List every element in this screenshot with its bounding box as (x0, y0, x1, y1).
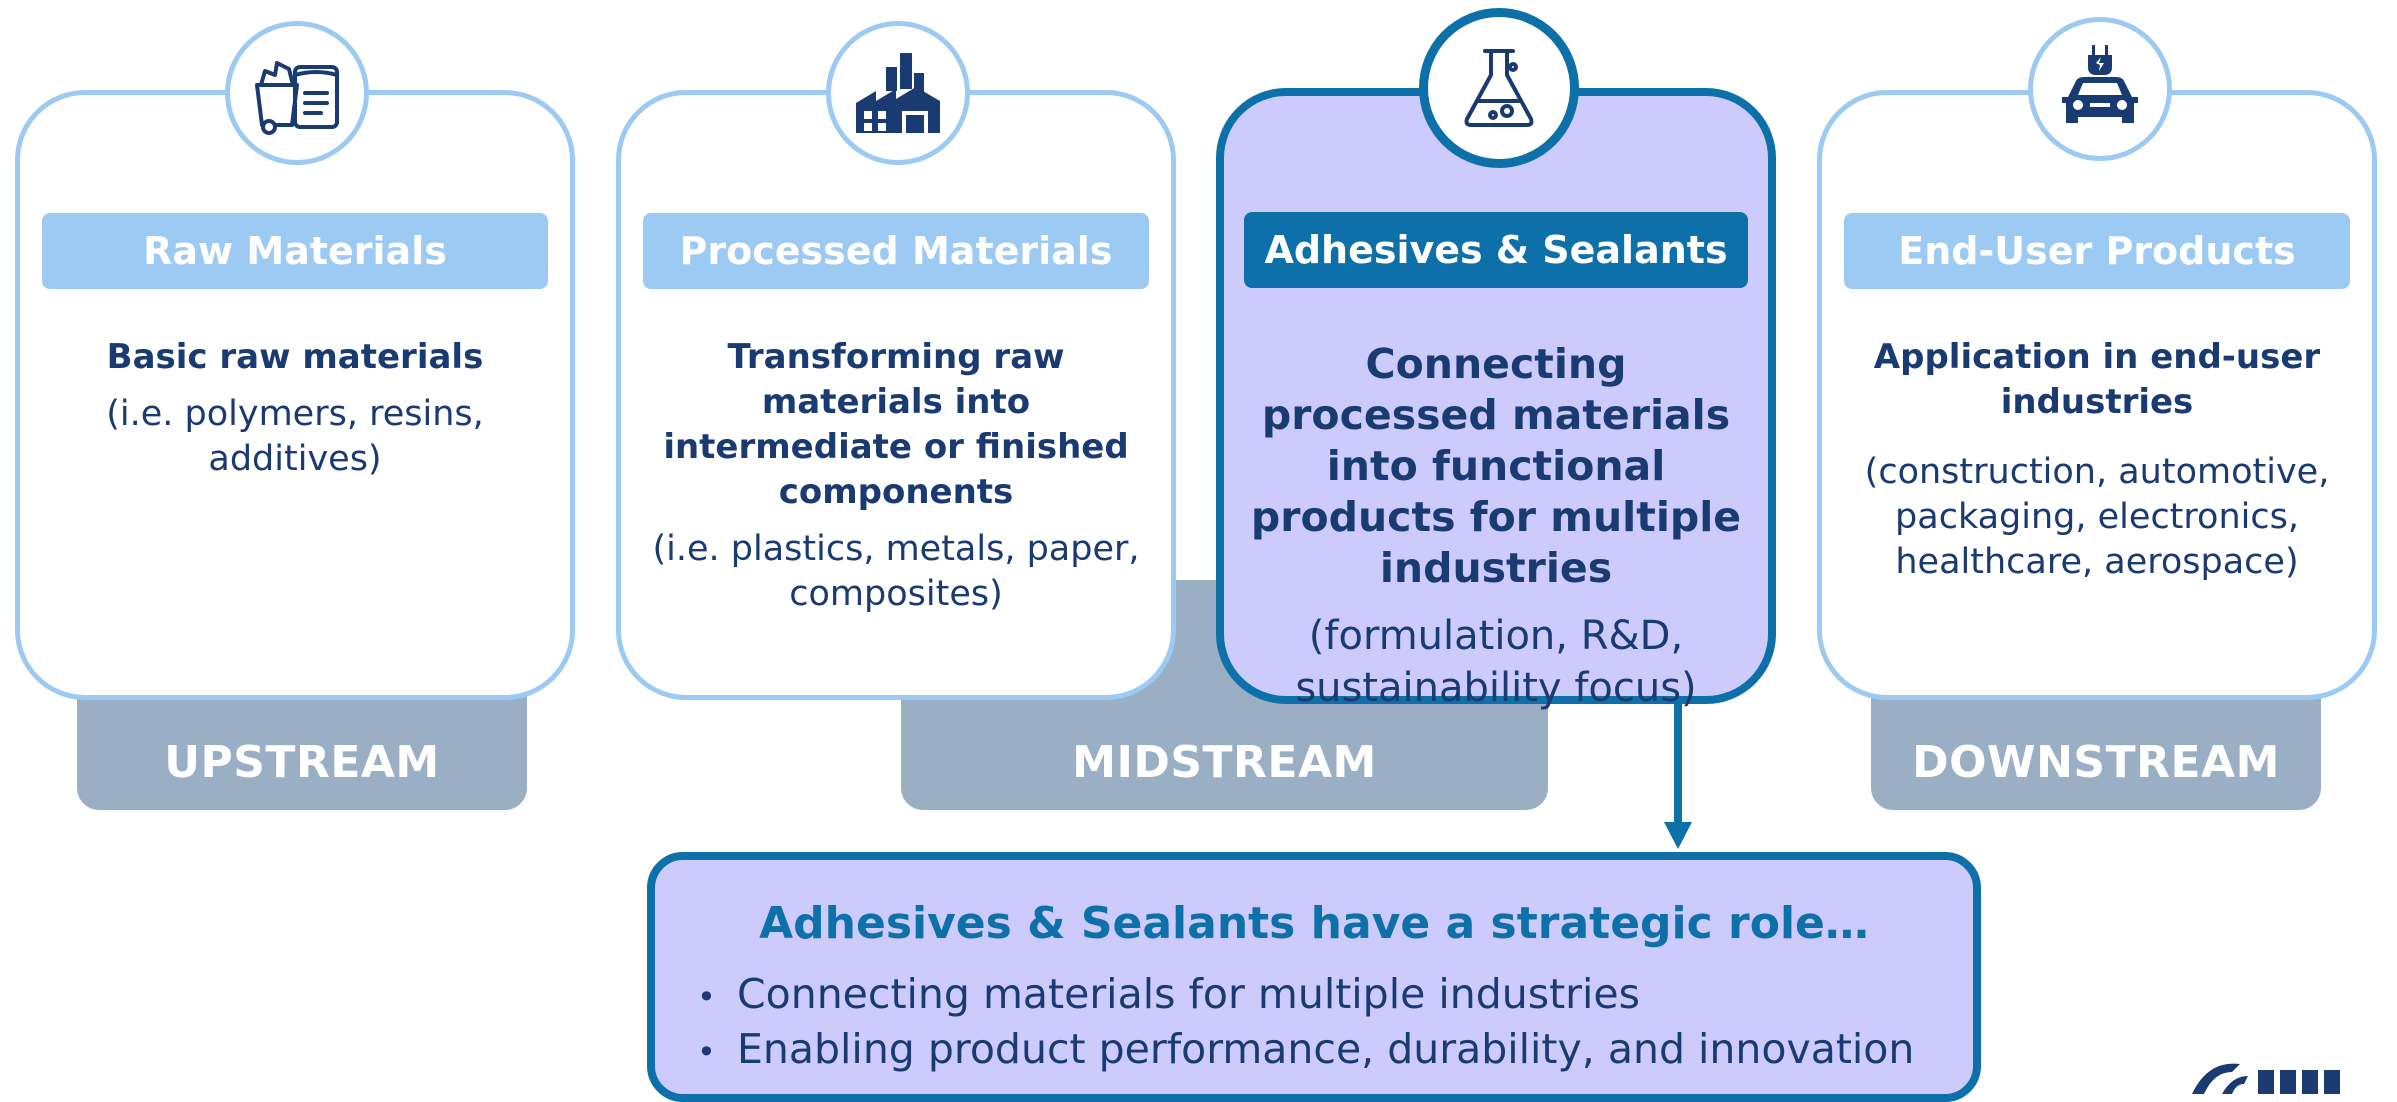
card-title: Transforming raw materials into intermed… (663, 337, 1129, 512)
downstream-label: DOWNSTREAM (1912, 737, 2280, 788)
card-description: (formulation, R&D, sustainability focus) (1295, 613, 1697, 711)
factory-icon (856, 53, 940, 133)
bullet-icon: • (697, 978, 716, 1016)
bullet-text: Enabling product performance, durability… (737, 1025, 1915, 1073)
strategic-role-title: Adhesives & Sealants have a strategic ro… (759, 898, 1869, 949)
card-title: Application in end-user industries (1873, 337, 2321, 422)
raw-materials-icon-circle (225, 21, 369, 165)
card-body: Transforming raw materials into intermed… (651, 335, 1141, 617)
card-description: (construction, automotive, packaging, el… (1864, 452, 2330, 582)
flask-icon (1464, 49, 1534, 127)
processed-materials-card: Processed Materials Transforming raw mat… (616, 90, 1176, 700)
car-plug-icon (2062, 45, 2138, 123)
card-body: Basic raw materials (i.e. polymers, resi… (50, 335, 540, 482)
card-description: (i.e. polymers, resins, additives) (106, 394, 484, 479)
strategic-role-list: • Connecting materials for multiple indus… (697, 968, 1914, 1078)
adhesives-icon-circle (1419, 8, 1579, 168)
card-description: (i.e. plastics, metals, paper, composite… (652, 529, 1140, 614)
card-header: Processed Materials (643, 213, 1149, 289)
raw-materials-icon (255, 61, 339, 135)
strategic-role-box: Adhesives & Sealants have a strategic ro… (647, 852, 1981, 1102)
company-logo-icon (2192, 1063, 2340, 1094)
midstream-label: MIDSTREAM (1072, 737, 1377, 788)
card-body: Connecting processed materials into func… (1248, 339, 1744, 714)
card-header: Raw Materials (42, 213, 548, 289)
list-item: • Enabling product performance, durabilit… (697, 1023, 1914, 1078)
card-body: Application in end-user industries (cons… (1852, 335, 2342, 585)
end-user-products-card: End-User Products Application in end-use… (1817, 90, 2377, 700)
adhesives-sealants-card: Adhesives & Sealants Connecting processe… (1216, 88, 1776, 711)
processed-materials-icon-circle (826, 21, 970, 165)
card-header: End-User Products (1844, 213, 2350, 289)
connector-arrow-head (1664, 822, 1692, 849)
list-item: • Connecting materials for multiple indus… (697, 968, 1914, 1023)
raw-materials-card: Raw Materials Basic raw materials (i.e. … (15, 90, 575, 700)
connector-arrow-line (1674, 703, 1682, 825)
card-title: Basic raw materials (106, 337, 484, 377)
card-header: Adhesives & Sealants (1244, 212, 1748, 288)
end-user-products-icon-circle (2028, 17, 2172, 161)
bullet-icon: • (697, 1033, 716, 1071)
card-title: Connecting processed materials into func… (1250, 340, 1742, 592)
upstream-label: UPSTREAM (164, 737, 440, 788)
bullet-text: Connecting materials for multiple indust… (737, 970, 1641, 1018)
